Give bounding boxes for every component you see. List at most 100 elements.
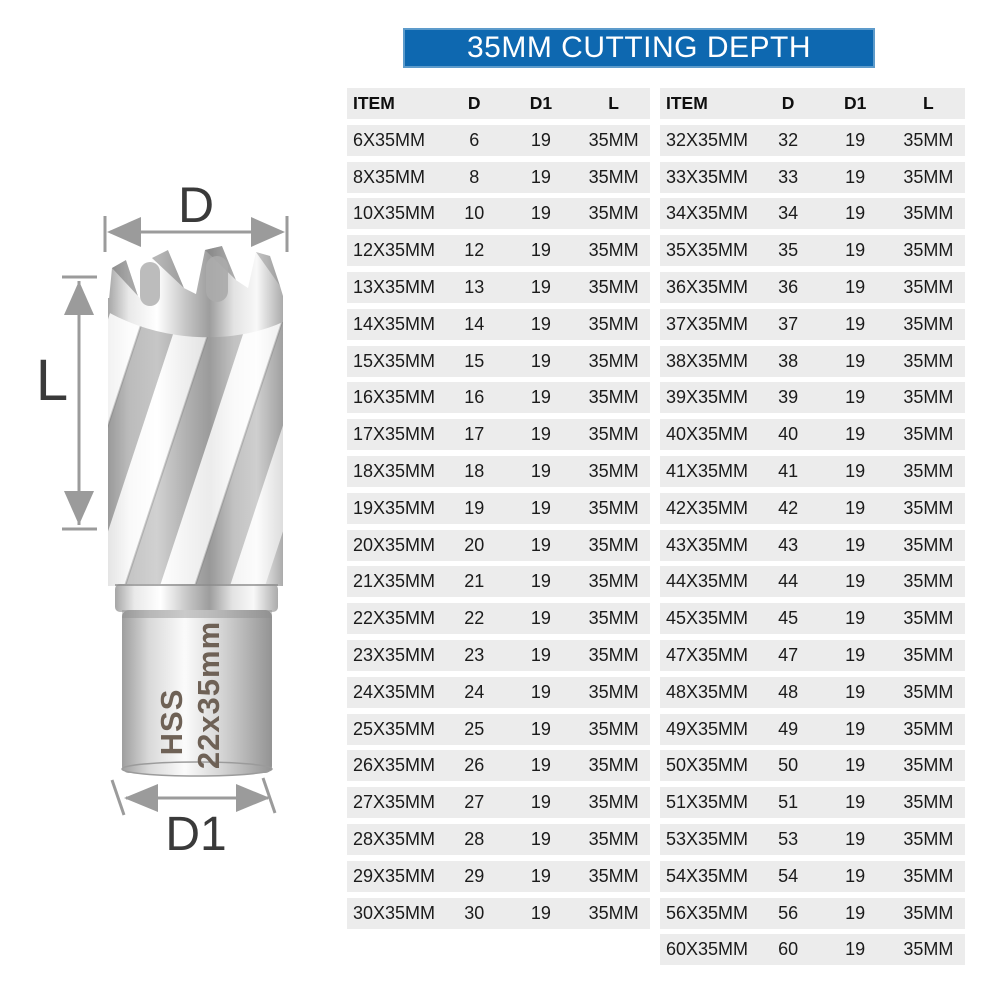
value-cell: 19 xyxy=(530,534,551,555)
item-cell: 49X35MM xyxy=(666,718,749,739)
item-cell: 8X35MM xyxy=(353,166,426,187)
item-cell: 38X35MM xyxy=(666,350,749,371)
value-cell: 6 xyxy=(469,129,480,150)
value-cell: 49 xyxy=(778,718,799,739)
item-cell: 25X35MM xyxy=(353,718,436,739)
value-cell: 19 xyxy=(530,681,551,702)
value-cell: 35MM xyxy=(903,902,954,923)
value-cell: 19 xyxy=(845,203,866,224)
value-cell: 35MM xyxy=(903,240,954,261)
value-cell: 19 xyxy=(530,644,551,665)
value-cell: 19 xyxy=(530,240,551,261)
value-cell: 19 xyxy=(530,276,551,297)
value-cell: 19 xyxy=(845,755,866,776)
item-cell: 34X35MM xyxy=(666,203,749,224)
value-cell: 35MM xyxy=(588,792,639,813)
value-cell: 19 xyxy=(530,571,551,592)
value-cell: 24 xyxy=(464,681,485,702)
item-cell: 42X35MM xyxy=(666,497,749,518)
value-cell: 44 xyxy=(778,571,799,592)
value-cell: 19 xyxy=(845,313,866,334)
item-cell: 48X35MM xyxy=(666,681,749,702)
value-cell: 35MM xyxy=(903,865,954,886)
shank-marking-size: 22x35mm xyxy=(191,621,226,769)
value-cell: 35MM xyxy=(588,276,639,297)
value-cell: 35MM xyxy=(588,681,639,702)
banner: 35MM CUTTING DEPTH xyxy=(403,28,875,68)
value-cell: 35MM xyxy=(903,166,954,187)
value-cell: 35MM xyxy=(588,644,639,665)
value-cell: 19 xyxy=(845,681,866,702)
value-cell: 35MM xyxy=(588,166,639,187)
value-cell: 27 xyxy=(464,792,485,813)
value-cell: 35MM xyxy=(903,313,954,334)
value-cell: 10 xyxy=(464,203,485,224)
item-cell: 24X35MM xyxy=(353,681,436,702)
value-cell: 48 xyxy=(778,681,799,702)
value-cell: 19 xyxy=(845,424,866,445)
value-cell: 17 xyxy=(464,424,485,445)
value-cell: 16 xyxy=(464,387,485,408)
item-cell: 37X35MM xyxy=(666,313,749,334)
item-cell: 56X35MM xyxy=(666,902,749,923)
item-cell: 33X35MM xyxy=(666,166,749,187)
column-header: D1 xyxy=(844,93,867,113)
value-cell: 40 xyxy=(778,424,799,445)
dim-label-l: L xyxy=(36,348,68,413)
value-cell: 25 xyxy=(464,718,485,739)
column-header: ITEM xyxy=(666,93,708,113)
column-header: L xyxy=(608,93,619,113)
item-cell: 60X35MM xyxy=(666,939,749,960)
value-cell: 35MM xyxy=(588,350,639,371)
value-cell: 21 xyxy=(464,571,485,592)
value-cell: 35MM xyxy=(588,902,639,923)
value-cell: 35MM xyxy=(903,203,954,224)
item-cell: 15X35MM xyxy=(353,350,436,371)
value-cell: 35MM xyxy=(588,240,639,261)
value-cell: 35MM xyxy=(903,497,954,518)
value-cell: 19 xyxy=(845,350,866,371)
value-cell: 35MM xyxy=(903,460,954,481)
value-cell: 19 xyxy=(530,828,551,849)
shank-marking-hss: HSS xyxy=(154,689,189,756)
value-cell: 35MM xyxy=(903,534,954,555)
value-cell: 19 xyxy=(845,276,866,297)
value-cell: 35MM xyxy=(588,497,639,518)
item-cell: 20X35MM xyxy=(353,534,436,555)
value-cell: 19 xyxy=(845,644,866,665)
cutter-teeth xyxy=(108,246,283,338)
value-cell: 19 xyxy=(530,608,551,629)
value-cell: 39 xyxy=(778,387,799,408)
item-cell: 47X35MM xyxy=(666,644,749,665)
value-cell: 19 xyxy=(530,129,551,150)
value-cell: 29 xyxy=(464,865,485,886)
item-cell: 35X35MM xyxy=(666,240,749,261)
item-cell: 29X35MM xyxy=(353,865,436,886)
value-cell: 35MM xyxy=(588,865,639,886)
value-cell: 19 xyxy=(845,129,866,150)
item-cell: 21X35MM xyxy=(353,571,436,592)
value-cell: 19 xyxy=(845,608,866,629)
item-cell: 50X35MM xyxy=(666,755,749,776)
